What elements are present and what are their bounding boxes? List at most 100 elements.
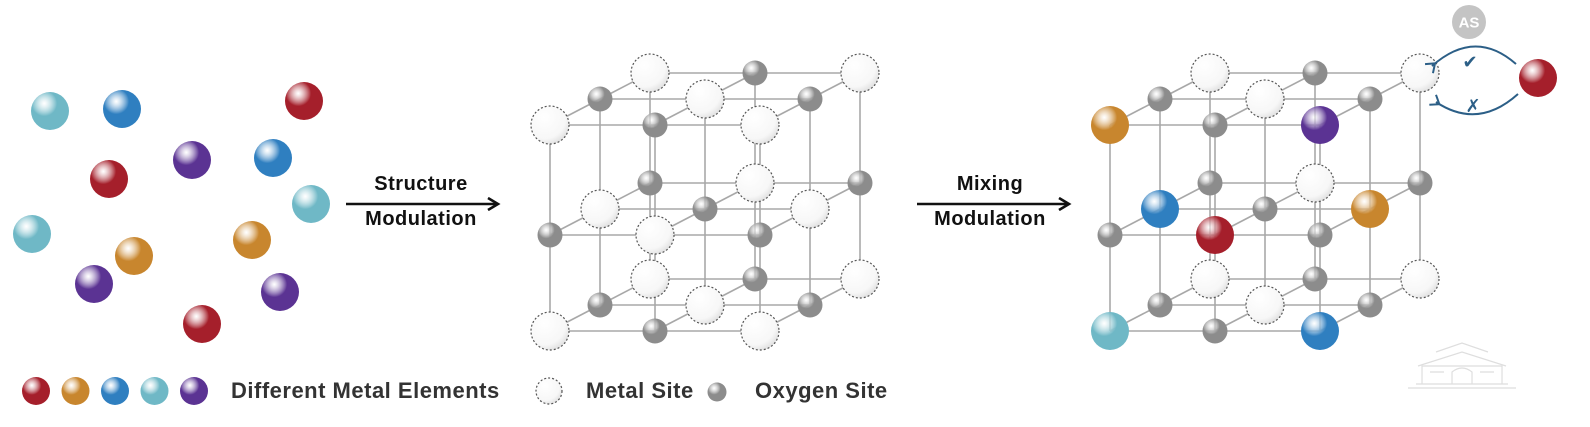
legend-metals-label: Different Metal Elements [231, 378, 500, 403]
metal-site [530, 105, 570, 145]
oxygen-site [742, 266, 768, 292]
metal-atom-teal [292, 185, 330, 223]
check-mark-icon: ✔ [1462, 52, 1477, 73]
metal-atom-purple [173, 141, 211, 179]
metal-atom-red [90, 160, 128, 198]
oxygen-site [587, 292, 613, 318]
metal-site [840, 53, 880, 93]
metal-site [1400, 259, 1440, 299]
accepted-path-arrow [1424, 45, 1517, 74]
legend-swatch-purple [180, 377, 208, 405]
metal-site [735, 163, 775, 203]
legend-swatch-teal [140, 377, 169, 405]
metal-atom-orange [1091, 106, 1129, 144]
oxygen-site [1147, 86, 1173, 112]
metal-atom-red [285, 82, 323, 120]
metal-site [840, 259, 880, 299]
metal-site [530, 311, 570, 351]
metal-site [1190, 259, 1230, 299]
oxygen-site [1147, 292, 1173, 318]
oxygen-site [747, 222, 773, 248]
oxygen-site [642, 318, 668, 344]
cross-mark-icon: ✗ [1465, 96, 1480, 117]
legend-swatch-blue [101, 377, 129, 405]
metal-atom-purple [75, 265, 113, 303]
metal-atom-orange [233, 221, 271, 259]
metal-atom-purple [261, 273, 299, 311]
metal-atom-red [1196, 216, 1234, 254]
metal-site [1245, 285, 1285, 325]
metal-atom-teal [1091, 312, 1129, 350]
metal-site [685, 79, 725, 119]
metal-atom-teal [13, 215, 51, 253]
metal-atom-blue [1141, 190, 1179, 228]
legend-oxygen-swatch [707, 382, 727, 402]
legend-oxygen-site-label: Oxygen Site [755, 378, 888, 403]
legend-metal-site-swatch [535, 377, 563, 405]
oxygen-site [637, 170, 663, 196]
legend-metal-swatches [22, 377, 208, 405]
metal-site [1190, 53, 1230, 93]
oxygen-site [1202, 112, 1228, 138]
oxygen-site [1197, 170, 1223, 196]
metal-atom-red [183, 305, 221, 343]
oxygen-site [847, 170, 873, 196]
mixing-label-line2: Modulation [934, 208, 1046, 230]
metal-site [685, 285, 725, 325]
oxygen-site [692, 196, 718, 222]
metal-atom-orange [115, 237, 153, 275]
metal-atom-red [1519, 59, 1557, 97]
metal-site [630, 259, 670, 299]
oxygen-site [1302, 266, 1328, 292]
metal-site [790, 189, 830, 229]
structure-modulation-step: Structure Modulation [346, 173, 496, 230]
metal-site [580, 189, 620, 229]
oxygen-site [1252, 196, 1278, 222]
metal-site [740, 311, 780, 351]
oxygen-site [1357, 292, 1383, 318]
oxygen-site [797, 292, 823, 318]
metal-atom-blue [1301, 312, 1339, 350]
incoming-metal-atom [1519, 59, 1557, 97]
oxygen-site [797, 86, 823, 112]
oxygen-site [1407, 170, 1433, 196]
rejected-path-arrow [1429, 93, 1519, 116]
metal-site [740, 105, 780, 145]
building-watermark-icon [1408, 342, 1516, 389]
legend-metal-site-label: Metal Site [586, 378, 694, 403]
scattered-metal-atoms [13, 82, 330, 343]
metal-atom-blue [254, 139, 292, 177]
metal-atom-teal [31, 92, 69, 130]
metal-site [1245, 79, 1285, 119]
lattice-empty-sites [530, 53, 880, 351]
mixing-modulation-step: Mixing Modulation [917, 173, 1067, 230]
oxygen-site [1202, 318, 1228, 344]
structure-label-line1: Structure [374, 173, 467, 195]
legend-swatch-orange [61, 377, 90, 405]
metal-site [630, 53, 670, 93]
legend-swatch-red [22, 377, 50, 405]
adsorption-callout: AS ✔ ✗ [1424, 5, 1557, 117]
oxygen-site [742, 60, 768, 86]
oxygen-site [537, 222, 563, 248]
metal-site [1400, 53, 1440, 93]
legend: Different Metal Elements Metal Site Oxyg… [22, 377, 888, 405]
as-badge-label: AS [1459, 15, 1480, 32]
metal-atom-purple [1301, 106, 1339, 144]
structure-label-line2: Modulation [365, 208, 477, 230]
oxygen-site [1357, 86, 1383, 112]
metal-atom-orange [1351, 190, 1389, 228]
oxygen-site [587, 86, 613, 112]
mixing-label-line1: Mixing [957, 173, 1023, 195]
lattice-mixed-metals [1091, 53, 1440, 350]
metal-site [635, 215, 675, 255]
oxygen-site [642, 112, 668, 138]
oxygen-site [1307, 222, 1333, 248]
legend-oxygen-site-swatch [707, 382, 727, 402]
oxygen-site [1302, 60, 1328, 86]
as-badge-circle [1452, 5, 1486, 39]
metal-site [1295, 163, 1335, 203]
metal-atom-blue [103, 90, 141, 128]
oxygen-site [1097, 222, 1123, 248]
